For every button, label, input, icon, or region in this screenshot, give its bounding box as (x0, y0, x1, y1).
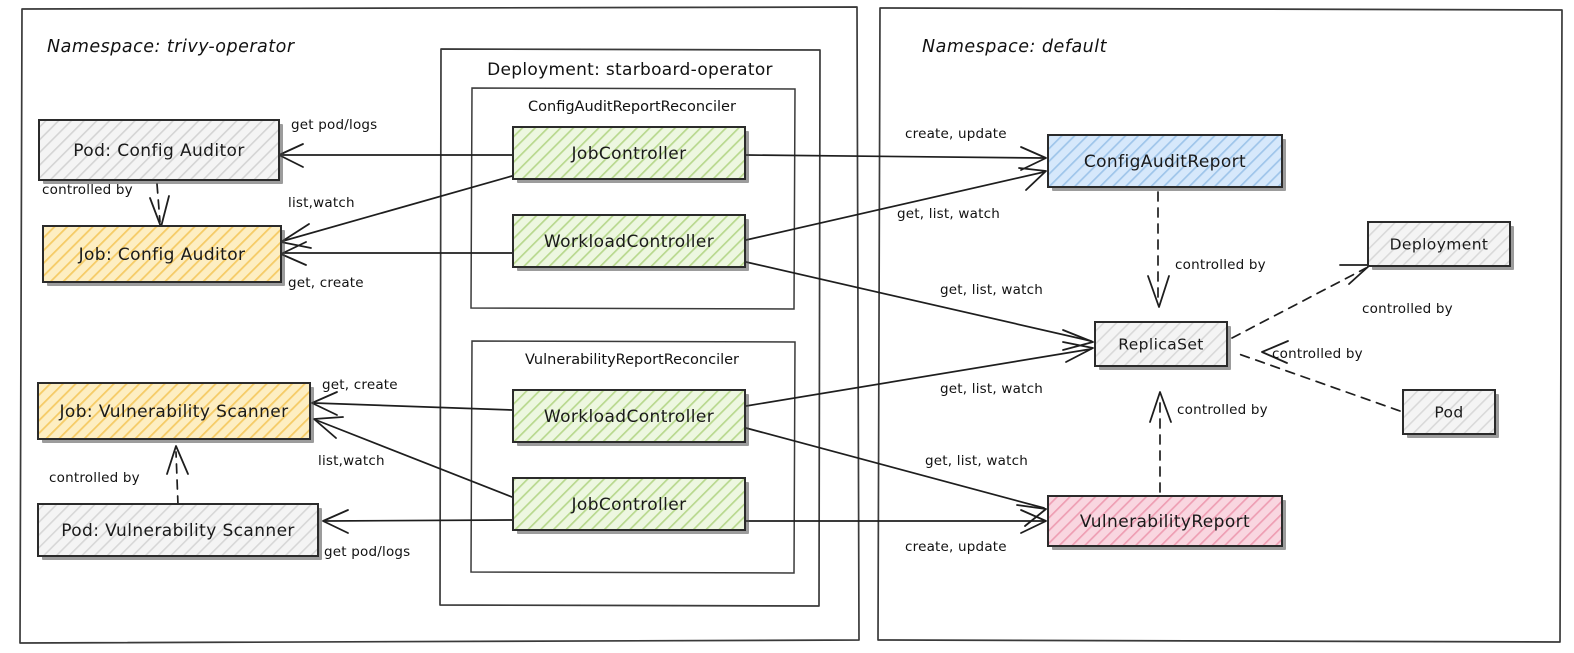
edge-label-e14: controlled by (49, 470, 140, 486)
edge-label-e1: get pod/logs (291, 117, 377, 133)
node-replicaset[interactable]: ReplicaSet (1094, 321, 1231, 370)
edge-get-create-config: get, create (280, 241, 513, 291)
node-label-vrr-workloadcontroller: WorkloadController (544, 407, 714, 427)
edge-controlled-by-config: controlled by (42, 182, 170, 228)
edge-list-watch-config: list,watch (280, 175, 513, 249)
group-vulnerabilityreport-reconciler: VulnerabilityReportReconciler (470, 340, 796, 574)
edge-list-watch-vuln: list,watch (313, 416, 513, 498)
node-label-job-config-auditor: Job: Config Auditor (78, 245, 246, 265)
node-label-pod: Pod (1434, 404, 1463, 422)
node-label-configauditreport: ConfigAuditReport (1084, 152, 1246, 172)
group-label-namespace-trivy: Namespace: trivy-operator (47, 37, 296, 57)
edge-label-e3: get, create (288, 275, 364, 291)
edge-controlled-by-rs-deployment: controlled by (1231, 264, 1453, 339)
node-label-pod-vuln-scanner: Pod: Vulnerability Scanner (61, 521, 295, 541)
node-label-vulnerabilityreport: VulnerabilityReport (1080, 512, 1250, 532)
edge-controlled-by-car-rs: controlled by (1147, 191, 1266, 308)
edge-label-e18: controlled by (1272, 346, 1363, 362)
edge-controlled-by-vr-rs: controlled by (1149, 391, 1268, 493)
node-configauditreport[interactable]: ConfigAuditReport (1047, 134, 1286, 191)
edge-layer: get pod/logs list,watch get, create cont… (42, 117, 1453, 560)
edge-create-update-vr: create, update (745, 509, 1047, 555)
group-label-deployment: Deployment: starboard-operator (487, 60, 773, 80)
group-namespace-default: Namespace: default (877, 7, 1563, 643)
group-deployment-starboard-operator: Deployment: starboard-operator (439, 48, 821, 607)
node-job-config-auditor[interactable]: Job: Config Auditor (42, 225, 285, 286)
node-vrr-workloadcontroller[interactable]: WorkloadController (512, 389, 749, 446)
edge-label-e13: get, list, watch (925, 453, 1028, 469)
node-deployment[interactable]: Deployment (1367, 221, 1514, 270)
edge-label-e11: get pod/logs (324, 544, 410, 560)
node-label-pod-config-auditor: Pod: Config Auditor (73, 141, 245, 161)
group-label-reconciler-vuln: VulnerabilityReportReconciler (525, 352, 739, 368)
node-vulnerabilityreport[interactable]: VulnerabilityReport (1047, 495, 1286, 550)
node-pod-vuln-scanner[interactable]: Pod: Vulnerability Scanner (37, 503, 322, 560)
edge-create-update-car: create, update (745, 126, 1047, 171)
node-car-jobcontroller[interactable]: JobController (512, 126, 749, 183)
edge-get-list-watch-car: get, list, watch (745, 167, 1047, 241)
edge-label-e2: list,watch (288, 195, 355, 211)
node-label-vrr-jobcontroller: JobController (570, 495, 686, 515)
edge-label-e17: controlled by (1362, 301, 1453, 317)
edge-get-pod-logs-vuln: get pod/logs (322, 509, 513, 560)
node-label-job-vuln-scanner: Job: Vulnerability Scanner (59, 402, 289, 422)
group-configauditreport-reconciler: ConfigAuditReportReconciler (470, 87, 796, 310)
edge-label-e9: get, create (322, 377, 398, 393)
edge-label-e6: get, list, watch (897, 206, 1000, 222)
group-namespace-trivy-operator: Namespace: trivy-operator (19, 6, 860, 644)
edge-get-pod-logs-config: get pod/logs (278, 117, 513, 168)
edge-label-e10: list,watch (318, 453, 385, 469)
node-job-vuln-scanner[interactable]: Job: Vulnerability Scanner (37, 382, 314, 443)
edge-get-list-watch-rs-upper: get, list, watch (745, 261, 1094, 351)
node-vrr-jobcontroller[interactable]: JobController (512, 477, 749, 534)
edge-label-e7: get, list, watch (940, 282, 1043, 298)
edge-label-e12: create, update (905, 539, 1007, 555)
edge-label-e16: controlled by (1177, 402, 1268, 418)
edge-controlled-by-pod-rs: controlled by (1235, 340, 1401, 412)
edge-controlled-by-vuln: controlled by (49, 445, 189, 506)
node-car-workloadcontroller[interactable]: WorkloadController (512, 214, 749, 271)
edge-get-list-watch-rs-lower: get, list, watch (745, 341, 1094, 407)
node-label-deployment: Deployment (1390, 236, 1489, 254)
edge-label-e4: controlled by (42, 182, 133, 198)
node-label-replicaset: ReplicaSet (1118, 336, 1204, 354)
edge-get-create-vuln: get, create (311, 377, 513, 416)
edge-label-e8: get, list, watch (940, 381, 1043, 397)
edge-label-e15: controlled by (1175, 257, 1266, 273)
node-pod-config-auditor[interactable]: Pod: Config Auditor (38, 119, 283, 184)
node-label-car-workloadcontroller: WorkloadController (544, 232, 714, 252)
group-label-namespace-default: Namespace: default (922, 37, 1108, 57)
group-label-reconciler-config: ConfigAuditReportReconciler (528, 99, 736, 115)
edge-label-e5: create, update (905, 126, 1007, 142)
edge-get-list-watch-vr: get, list, watch (745, 427, 1047, 527)
node-pod[interactable]: Pod (1402, 389, 1499, 438)
node-label-car-jobcontroller: JobController (570, 144, 686, 164)
